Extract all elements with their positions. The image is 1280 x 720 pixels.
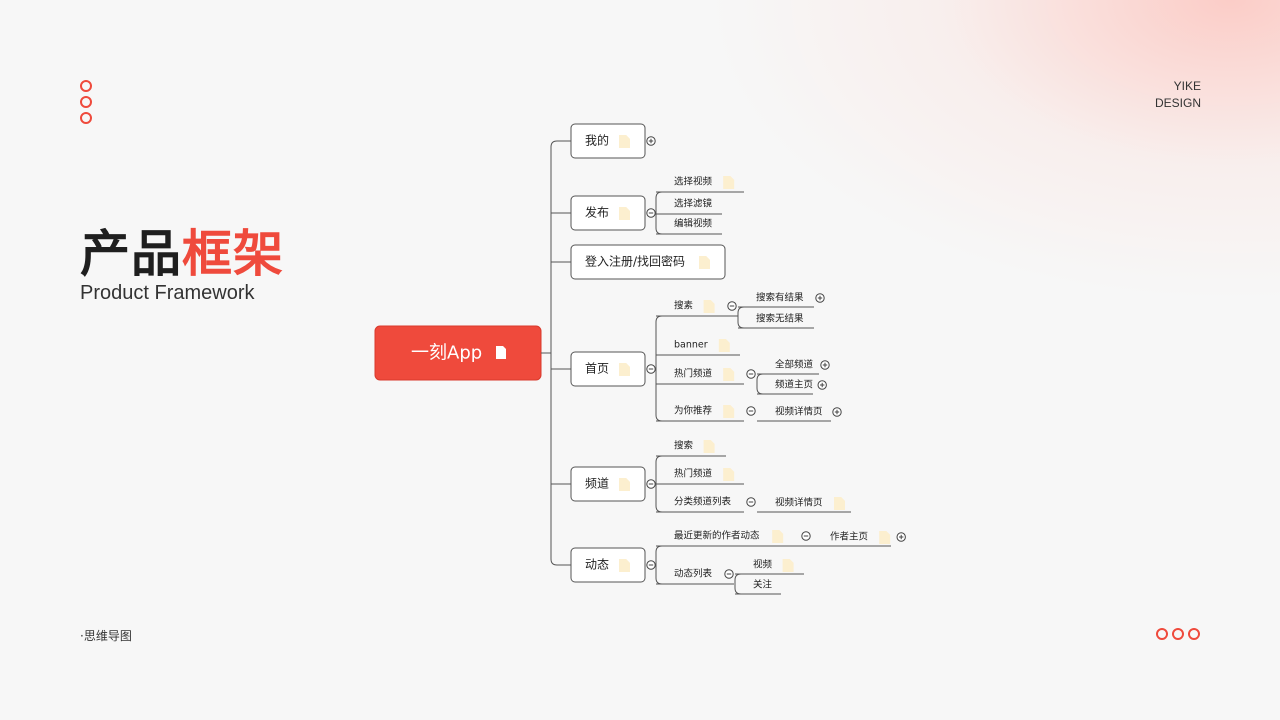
branch-node-4[interactable]: 频道 (570, 466, 646, 502)
branch-node-0[interactable]: 我的 (570, 123, 646, 159)
branch-node-label: 发布 (585, 205, 609, 220)
branch-node-5[interactable]: 动态 (570, 547, 646, 583)
connector-bracket (756, 373, 764, 395)
footnote: ·思维导图 (80, 629, 132, 643)
ring-dot-icon (80, 112, 92, 124)
collapse-circle-icon[interactable] (801, 531, 811, 541)
expand-circle-icon[interactable] (896, 532, 906, 542)
grandchild-node-label: 搜索无结果 (756, 313, 804, 325)
collapse-circle-icon[interactable] (646, 208, 656, 218)
root-node-label: 一刻App (411, 343, 482, 364)
document-icon (619, 207, 630, 220)
expand-circle-icon[interactable] (817, 380, 827, 390)
expand-circle-icon[interactable] (832, 407, 842, 417)
document-icon (772, 530, 784, 543)
ring-dot-icon (80, 96, 92, 108)
grandchild-node-label: 全部频道 (775, 359, 814, 371)
child-node-label: 为你推荐 (674, 405, 713, 417)
child-node-label: 搜索 (674, 440, 693, 452)
collapse-circle-icon[interactable] (746, 497, 756, 507)
brand-line-2: DESIGN (1154, 96, 1201, 110)
child-node-label: 热门频道 (674, 468, 713, 480)
grandchild-node-label: 搜索有结果 (756, 292, 804, 304)
page-title: 产品框架 (80, 222, 284, 286)
grandchild-node-label: 视频 (753, 559, 773, 571)
document-icon (703, 440, 715, 453)
document-icon (723, 176, 735, 189)
branch-node-label: 登入注册/找回密码 (585, 254, 685, 269)
connector-bracket (655, 545, 663, 585)
connector-bracket (550, 140, 571, 566)
ring-dot-icon (80, 80, 92, 92)
connector-bracket (734, 573, 742, 595)
document-icon (619, 135, 630, 148)
child-node-label: 动态列表 (674, 568, 713, 580)
expand-circle-icon[interactable] (646, 136, 656, 146)
child-node-label: 最近更新的作者动态 (674, 530, 760, 542)
document-icon (723, 468, 735, 481)
grandchild-node-label: 视频详情页 (775, 497, 823, 509)
root-node[interactable]: 一刻App (374, 325, 542, 381)
document-icon (699, 256, 710, 269)
branch-node-label: 首页 (585, 362, 609, 376)
child-node-label: banner (674, 340, 708, 351)
document-icon (619, 478, 630, 491)
document-icon (496, 346, 506, 359)
child-node-label: 选择滤镜 (674, 198, 713, 210)
document-icon (619, 363, 630, 376)
child-node-label: 热门频道 (674, 368, 713, 380)
child-node-label: 搜素 (674, 300, 694, 312)
expand-circle-icon[interactable] (820, 360, 830, 370)
brand-mark: YIKE DESIGN (1155, 78, 1201, 112)
document-icon (723, 368, 735, 381)
ring-dot-icon (1172, 628, 1184, 640)
document-icon (718, 339, 730, 352)
child-node-label: 分类频道列表 (674, 496, 732, 508)
branch-node-label: 动态 (585, 558, 609, 572)
document-icon (879, 531, 891, 544)
page-subtitle: Product Framework (80, 282, 255, 304)
document-icon (703, 300, 715, 313)
collapse-circle-icon[interactable] (746, 369, 756, 379)
branch-node-label: 我的 (585, 133, 609, 148)
page-title-dark: 产品 (80, 225, 182, 283)
connector-bracket (655, 315, 663, 422)
branch-node-3[interactable]: 首页 (570, 351, 646, 387)
document-icon (619, 559, 630, 572)
branch-node-1[interactable]: 发布 (570, 195, 646, 231)
document-icon (723, 405, 735, 418)
brand-line-1: YIKE (1173, 79, 1201, 93)
document-icon (782, 559, 794, 572)
ring-dot-icon (1188, 628, 1200, 640)
grandchild-node-label: 关注 (753, 579, 773, 591)
document-icon (834, 497, 845, 510)
page-title-red: 框架 (182, 225, 284, 283)
collapse-circle-icon[interactable] (724, 569, 734, 579)
grandchild-node-label: 频道主页 (775, 379, 813, 391)
collapse-circle-icon[interactable] (746, 406, 756, 416)
branch-node-label: 频道 (585, 477, 609, 491)
child-node-label: 编辑视频 (674, 218, 713, 230)
grandchild-node-label: 作者主页 (830, 531, 868, 543)
child-node-label: 选择视频 (674, 176, 713, 188)
connector-bracket (655, 191, 663, 235)
connector-bracket (737, 306, 745, 329)
branch-node-2[interactable]: 登入注册/找回密码 (570, 244, 726, 280)
collapse-circle-icon[interactable] (646, 560, 656, 570)
collapse-circle-icon[interactable] (727, 301, 737, 311)
grandchild-node-label: 视频详情页 (775, 406, 823, 418)
expand-circle-icon[interactable] (815, 293, 825, 303)
collapse-circle-icon[interactable] (646, 364, 656, 374)
collapse-circle-icon[interactable] (646, 479, 656, 489)
ring-dot-icon (1156, 628, 1168, 640)
